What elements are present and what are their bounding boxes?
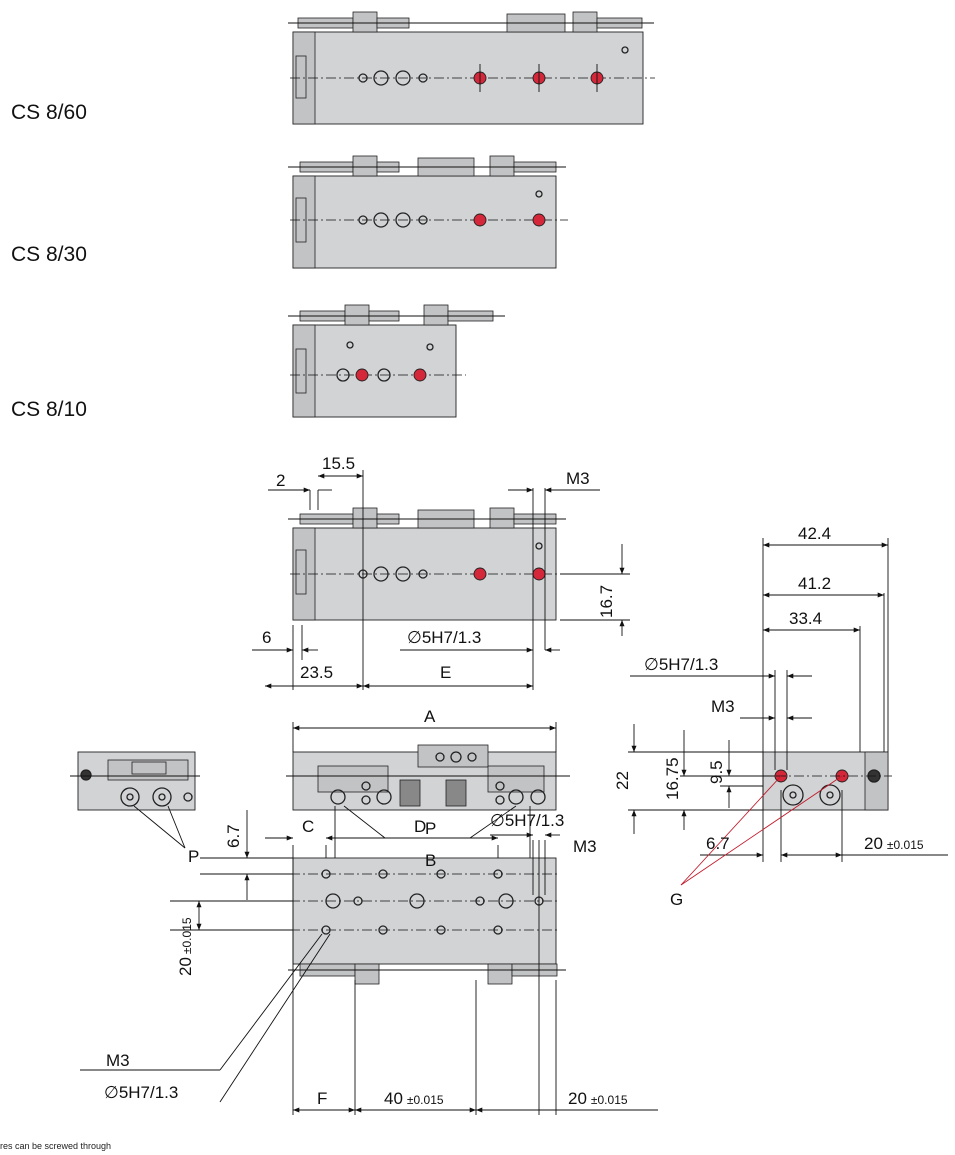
- dim-6-7-bottom: 6.7: [224, 824, 243, 848]
- view-bottom: [80, 810, 658, 1115]
- dim-15-5: 15.5: [322, 454, 355, 473]
- dim-41-2: 41.2: [798, 574, 831, 593]
- dim-bore-bottom: ∅5H7/1.3: [490, 811, 564, 830]
- dim-20-left-tol: ±0.015: [180, 917, 194, 954]
- dim-f: F: [317, 1089, 327, 1108]
- dim-bore-bottom-left-value: 5H7/1.3: [119, 1083, 179, 1102]
- dim-m3-bottom-right: M3: [573, 837, 597, 856]
- dim-20-left: 20 ±0.015: [176, 917, 195, 976]
- dim-bore-right: ∅5H7/1.3: [644, 655, 718, 674]
- view-cs-8-60: [288, 11, 655, 125]
- dim-16-7: 16.7: [597, 585, 616, 618]
- view-cs-8-30: [288, 155, 568, 269]
- view-dimensioned-side: [252, 470, 630, 690]
- dim-m3-bottom-left: M3: [106, 1051, 130, 1070]
- dim-33-4: 33.4: [789, 609, 822, 628]
- variant-label-cs-8-10: CS 8/10: [11, 398, 87, 421]
- dim-bore-bottom-left: ∅5H7/1.3: [104, 1083, 178, 1102]
- dim-16-75: 16.75: [663, 757, 682, 800]
- dim-20-right-value: 20: [864, 834, 883, 853]
- view-underside: [286, 722, 570, 878]
- dim-b: B: [425, 851, 436, 870]
- dim-20-bottom-tol: ±0.015: [591, 1093, 628, 1107]
- dim-a: A: [424, 707, 436, 726]
- dim-m3-right: M3: [711, 697, 735, 716]
- dim-22: 22: [613, 771, 632, 790]
- view-right-end: [628, 538, 948, 886]
- diameter-symbol: ∅: [104, 1083, 119, 1102]
- diameter-symbol: ∅: [407, 628, 422, 647]
- dim-e: E: [440, 663, 451, 682]
- dim-42-4: 42.4: [798, 524, 831, 543]
- dim-20-left-value: 20: [176, 957, 195, 976]
- dim-bore-right-value: 5H7/1.3: [659, 655, 719, 674]
- dim-40-value: 40: [384, 1089, 403, 1108]
- dim-20-right-tol: ±0.015: [887, 838, 924, 852]
- dim-p-left: P: [188, 847, 199, 866]
- dim-bore-mid-value: 5H7/1.3: [422, 628, 482, 647]
- dim-d: D: [414, 817, 426, 836]
- dim-20-bottom-value: 20: [568, 1089, 587, 1108]
- footnote: res can be screwed through: [0, 1141, 112, 1151]
- dim-6: 6: [262, 628, 271, 647]
- view-left-end: [70, 751, 200, 849]
- view-cs-8-10: [288, 304, 505, 418]
- dim-p-center: P: [425, 819, 436, 838]
- diameter-symbol: ∅: [490, 811, 505, 830]
- dim-2: 2: [276, 471, 285, 490]
- dim-23-5: 23.5: [300, 663, 333, 682]
- dim-bore-mid: ∅5H7/1.3: [407, 628, 481, 647]
- dim-40: 40 ±0.015: [384, 1089, 444, 1108]
- dim-g: G: [670, 890, 683, 909]
- dim-bore-bottom-value: 5H7/1.3: [505, 811, 565, 830]
- dim-6-7-right: 6.7: [706, 834, 730, 853]
- dim-9-5: 9.5: [707, 760, 726, 784]
- dim-20-bottom: 20 ±0.015: [568, 1089, 628, 1108]
- dim-20-right: 20 ±0.015: [864, 834, 924, 853]
- diameter-symbol: ∅: [644, 655, 659, 674]
- dim-m3-top: M3: [566, 469, 590, 488]
- variant-label-cs-8-60: CS 8/60: [11, 101, 87, 124]
- variant-label-cs-8-30: CS 8/30: [11, 243, 87, 266]
- dim-40-tol: ±0.015: [407, 1093, 444, 1107]
- dim-c: C: [302, 817, 314, 836]
